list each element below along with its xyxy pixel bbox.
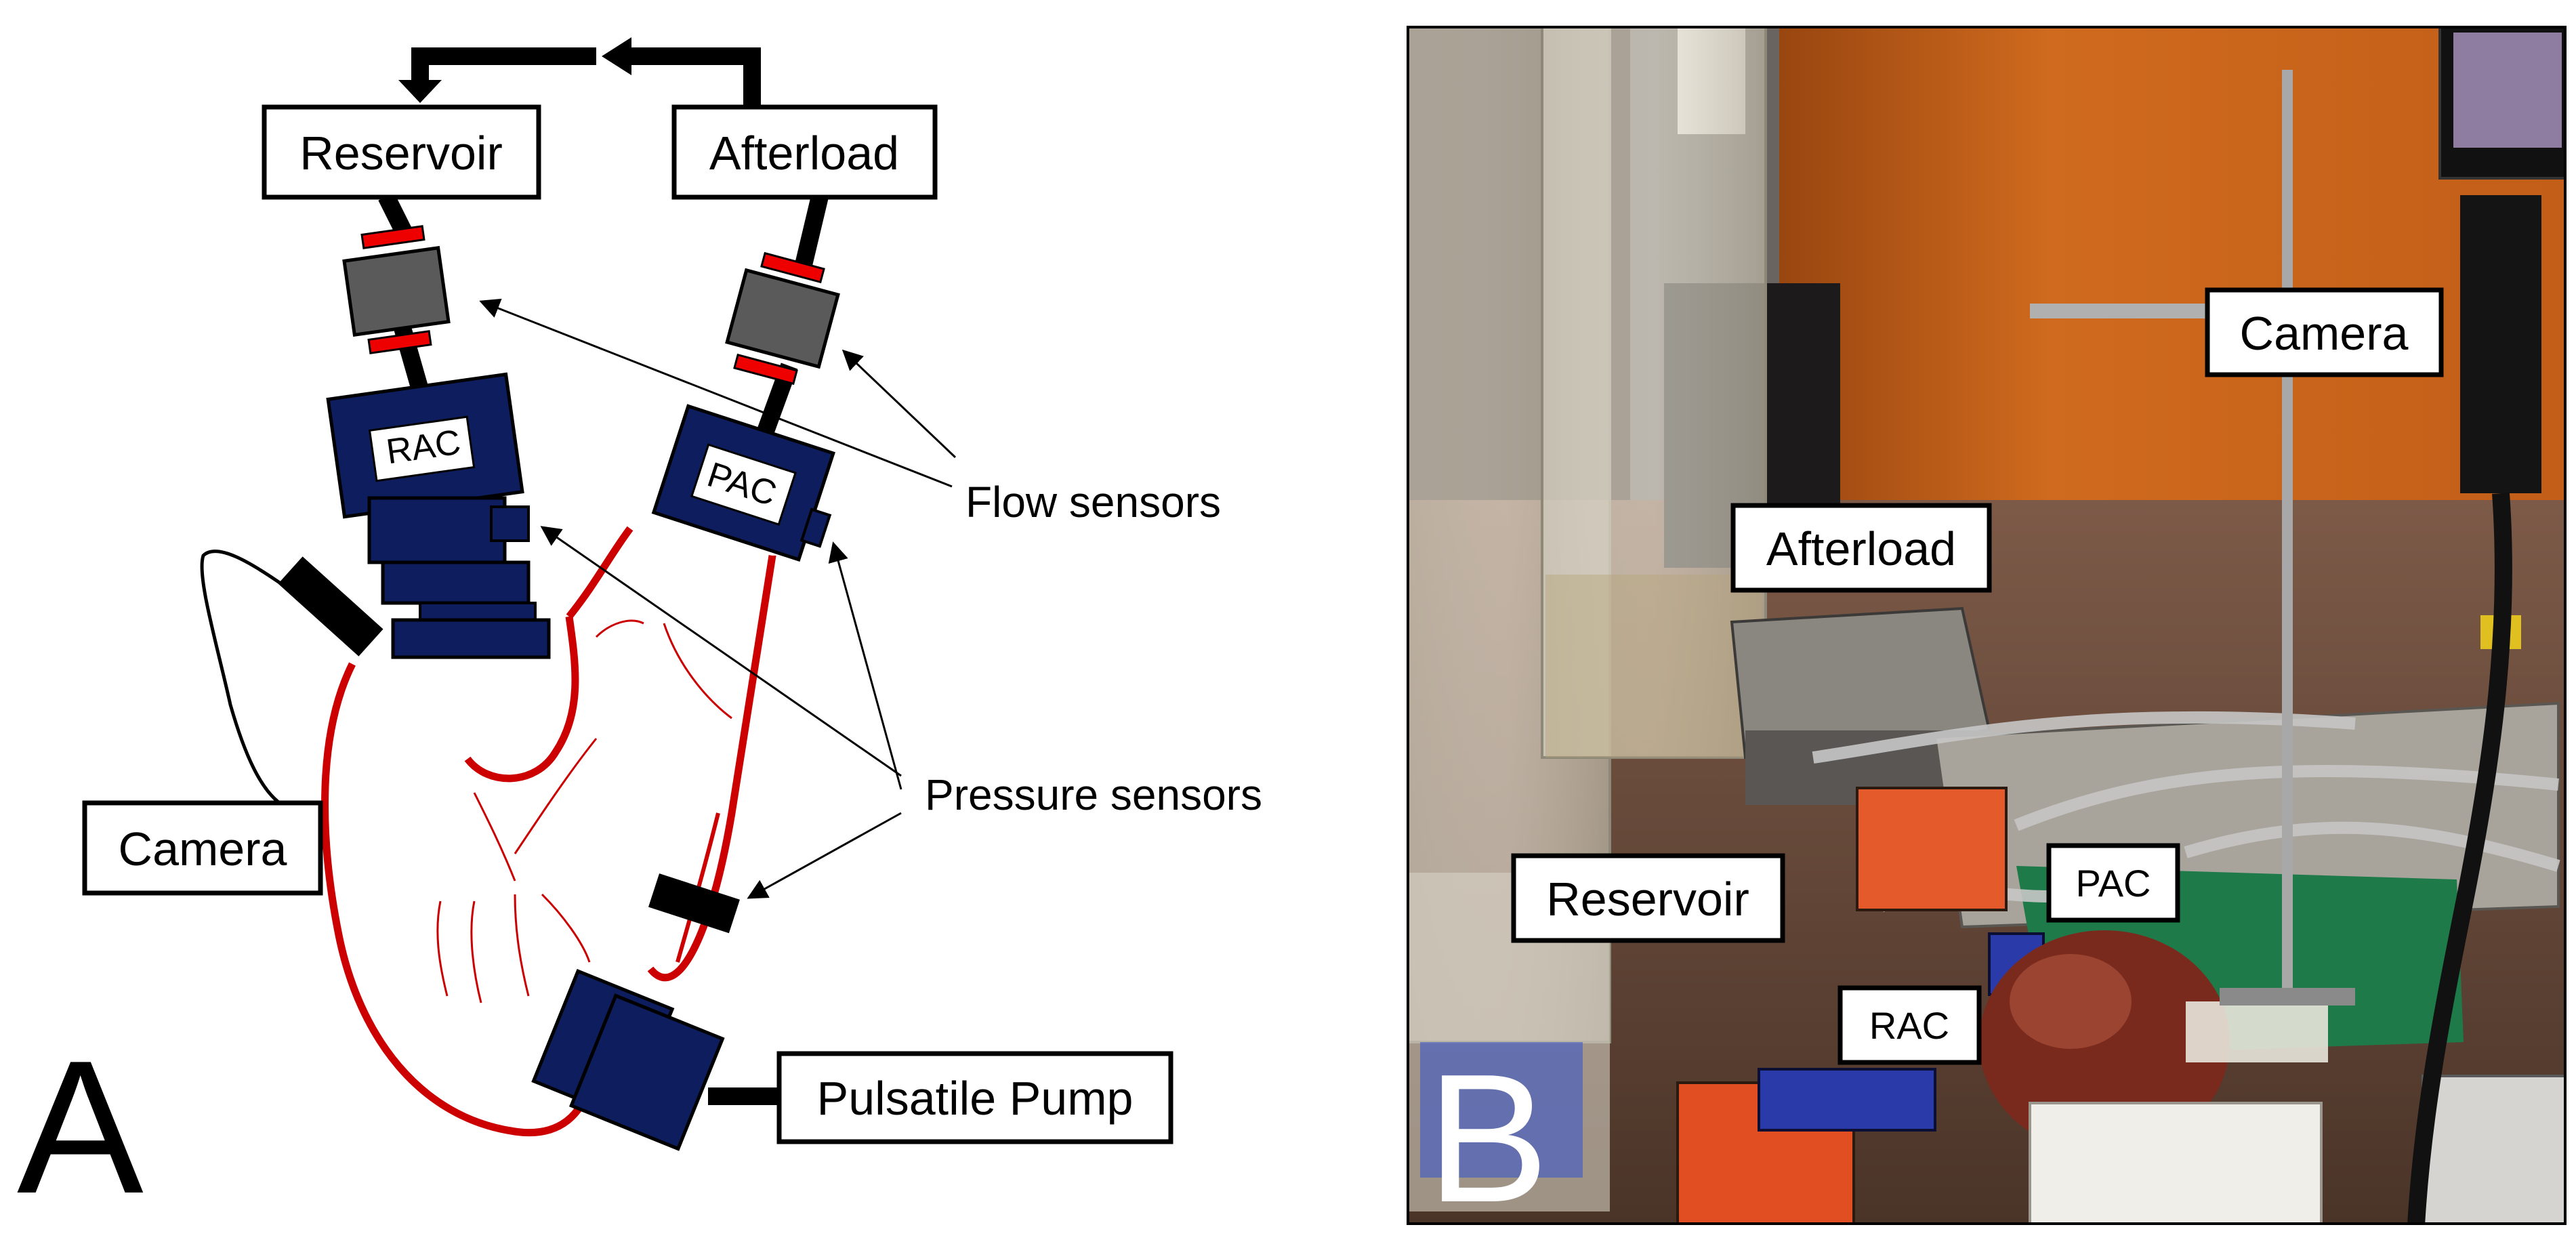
panel-b-photo: Camera Afterload Reservoir PAC RAC B xyxy=(1404,23,2569,1241)
clear-tube-segment xyxy=(2186,1001,2328,1062)
setup-photo: Camera Afterload Reservoir PAC RAC B xyxy=(1404,23,2569,1241)
rac-atrial-cannula xyxy=(326,372,551,659)
pointer-arrows xyxy=(479,298,957,899)
orange-wall xyxy=(1705,26,2567,527)
photo-pac-box xyxy=(2046,843,2180,923)
pressure-sensor-bottom xyxy=(648,873,740,934)
photo-rac-box xyxy=(1837,985,1982,1065)
pulsatile-pump xyxy=(531,968,725,1151)
pressure-sensors-label: Pressure sensors xyxy=(925,770,1262,819)
roller-pump xyxy=(2422,1075,2568,1226)
camera-box xyxy=(82,800,323,896)
reservoir-label: Reservoir xyxy=(299,127,503,180)
flow-sensors-label: Flow sensors xyxy=(965,478,1221,526)
photo-pac-label: PAC xyxy=(2076,862,2151,905)
endoscope-handle xyxy=(2460,195,2541,493)
pac-arterial-cannula xyxy=(651,404,835,562)
return-loop-arrow xyxy=(398,37,761,107)
heart-highlight xyxy=(2010,954,2132,1049)
afterload-label: Afterload xyxy=(709,127,899,180)
photo-reservoir-box xyxy=(1511,853,1785,943)
endoscope-cable xyxy=(2407,493,2512,1226)
panel-a-letter: A xyxy=(17,1022,144,1233)
photo-camera-box xyxy=(2205,287,2444,377)
pulsatile-pump-label: Pulsatile Pump xyxy=(817,1072,1134,1125)
camera-label: Camera xyxy=(119,823,287,875)
camera-cable xyxy=(200,550,286,808)
photo-rac-label: RAC xyxy=(1869,1004,1949,1047)
panel-a-schematic: RAC PAC Reservoir Afterload Flow sensors… xyxy=(17,37,1262,1233)
photo-afterload-box xyxy=(1730,503,1992,593)
photo-camera-label: Camera xyxy=(2240,307,2409,360)
flow-meter-upper xyxy=(1856,787,2008,911)
flow-sensor-right xyxy=(725,251,840,386)
afterload-box xyxy=(671,104,938,200)
photo-afterload-label: Afterload xyxy=(1766,522,1956,575)
heart-outline xyxy=(321,526,776,1136)
panel-b-letter: B xyxy=(1427,1037,1549,1225)
rac-connector xyxy=(1758,1068,1936,1132)
pulsatile-pump-box xyxy=(776,1051,1173,1144)
stand-base xyxy=(2220,988,2355,1005)
schematic-diagram: RAC PAC Reservoir Afterload Flow sensors… xyxy=(17,37,1262,1233)
flow-sensor-left xyxy=(342,225,451,354)
reservoir-box xyxy=(262,104,541,200)
retort-stand-rod xyxy=(2282,70,2293,1005)
camera-monitor-screen xyxy=(2453,33,2562,148)
photo-reservoir-label: Reservoir xyxy=(1546,873,1749,926)
white-block xyxy=(2029,1102,2323,1226)
pressure-sensor-left xyxy=(278,556,383,657)
